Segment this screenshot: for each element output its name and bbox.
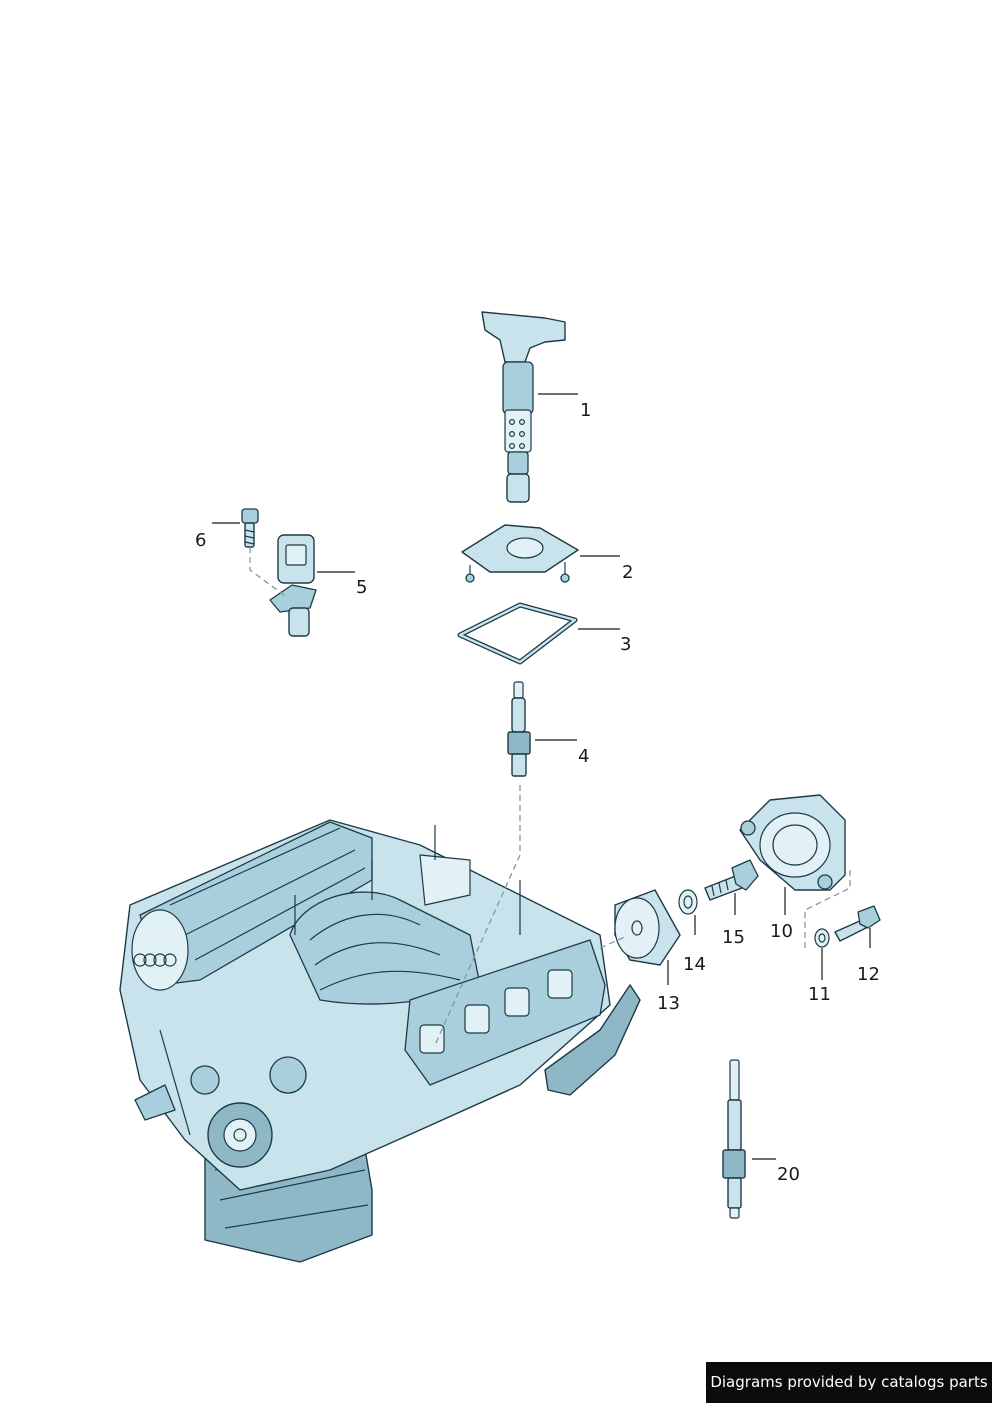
- callout-15: 15: [722, 927, 745, 948]
- damper-pulley-icon: [614, 889, 681, 966]
- fitment-line-pulley: [599, 935, 628, 949]
- gasket-icon: [457, 602, 578, 665]
- crankshaft-sensor-icon: [269, 534, 317, 637]
- callout-11: 11: [808, 984, 831, 1005]
- callout-5: 5: [356, 577, 367, 598]
- engine-block-icon: [119, 819, 641, 1263]
- bolt-icon: [834, 905, 881, 942]
- glow-plug-icon: [722, 1059, 746, 1219]
- coil-bracket-icon: [461, 524, 579, 583]
- fitment-line-housing: [804, 868, 851, 948]
- fitment-line-spark-plug: [434, 785, 521, 1046]
- callout-1: 1: [580, 400, 591, 421]
- callout-14: 14: [683, 954, 706, 975]
- callout-20: 20: [777, 1164, 800, 1185]
- seal-ring-icon: [814, 928, 830, 948]
- callout-12: 12: [857, 964, 880, 985]
- callout-6: 6: [195, 530, 206, 551]
- callout-10: 10: [770, 921, 793, 942]
- bolt-icon: [704, 859, 759, 901]
- ignition-coil-icon: [481, 311, 566, 503]
- fitment-line-sensor-bolt: [249, 547, 289, 599]
- callout-13: 13: [657, 993, 680, 1014]
- bolt-icon: [241, 508, 259, 548]
- callout-2: 2: [622, 562, 633, 583]
- spark-plug-icon: [507, 681, 531, 777]
- throttle-housing-icon: [739, 794, 846, 891]
- callout-4: 4: [578, 746, 589, 767]
- seal-ring-icon: [678, 889, 698, 915]
- leader-lines: [212, 393, 871, 1160]
- credit-banner: Diagrams provided by catalogs parts: [706, 1362, 992, 1403]
- callout-3: 3: [620, 634, 631, 655]
